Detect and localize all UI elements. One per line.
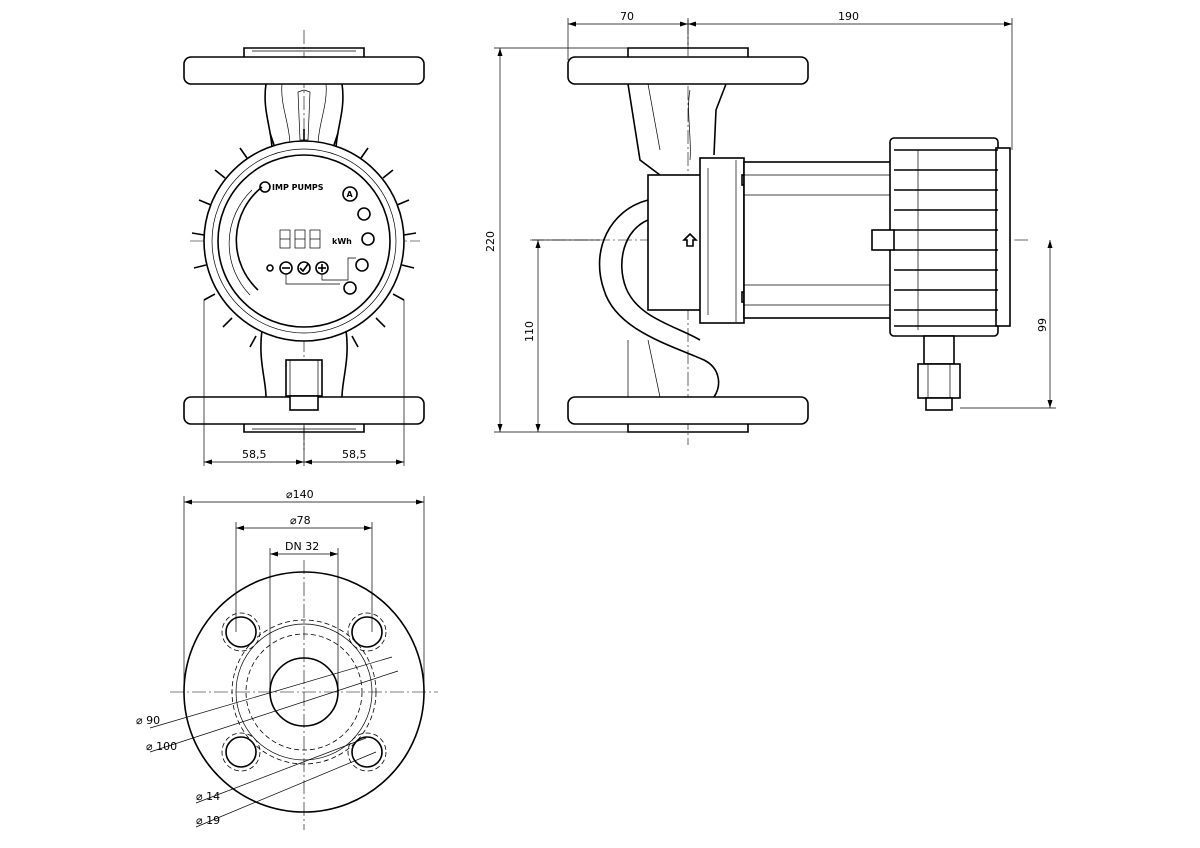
front-motor-housing (203, 140, 405, 342)
unit-label: kWh (332, 237, 352, 246)
side-cooling-fins (894, 149, 998, 327)
dim-label: 70 (620, 10, 634, 23)
side-bottom-flange (567, 396, 809, 425)
power-icon[interactable] (266, 264, 274, 272)
front-view: IMP PUMPS A kWh (183, 30, 425, 450)
dim-label: 190 (838, 10, 859, 23)
dim-front-width: 58,5 58,5 (203, 300, 405, 466)
dim-label: 99 (1036, 318, 1049, 332)
terminal-box (889, 137, 999, 337)
brand-label: IMP PUMPS (272, 183, 324, 192)
dim-side: 70 190 220 110 99 (484, 10, 1056, 433)
dim-label: ⌀ 19 (196, 814, 220, 827)
dim-label: ⌀ 90 (136, 714, 160, 727)
side-view (530, 20, 1030, 445)
dim-label: DN 32 (285, 540, 319, 553)
const-mode-icon[interactable] (361, 232, 375, 246)
front-cooling-fins (191, 129, 417, 348)
dim-label: 220 (484, 231, 497, 252)
dim-label: 110 (523, 321, 536, 342)
night-mode-icon[interactable] (343, 281, 357, 295)
bolt-holes (221, 612, 387, 772)
logo-icon (259, 181, 271, 193)
curve-mode-icon[interactable] (357, 207, 371, 221)
dim-label: ⌀ 100 (146, 740, 177, 753)
dim-label: ⌀78 (290, 514, 311, 527)
mode-badge-letter: A (347, 190, 354, 199)
flange-view: ⌀140 ⌀78 DN 32 ⌀ 90 ⌀ 100 ⌀ 14 ⌀ 19 (136, 488, 438, 830)
prop-mode-icon[interactable] (355, 258, 369, 272)
side-top-flange (567, 56, 809, 85)
check-button-icon[interactable] (297, 261, 311, 275)
mode-badge (342, 186, 358, 202)
control-panel: IMP PUMPS A kWh (259, 181, 375, 295)
digit-display (279, 229, 321, 249)
volute-casing (598, 199, 720, 398)
front-top-flange (183, 56, 425, 85)
dim-label: 58,5 (342, 448, 367, 461)
dim-label: ⌀140 (286, 488, 314, 501)
dim-label: 58,5 (242, 448, 267, 461)
dim-label: ⌀ 14 (196, 790, 220, 803)
